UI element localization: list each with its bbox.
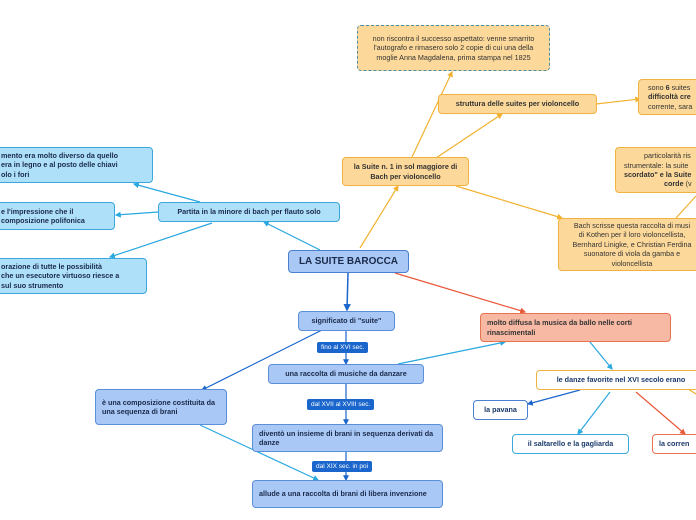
link-partita-esplorazione (108, 222, 213, 259)
link-danze-saltarello (577, 391, 611, 435)
node-partita-label: Partita in la minore di bach per flauto … (177, 207, 321, 217)
node-non-riscontra[interactable]: non riscontra il successo aspettato: ven… (357, 25, 550, 71)
node-strumento-diverso[interactable]: mento era molto diverso da quello era in… (0, 147, 153, 183)
node-sono6-line1: sono 6 suites (648, 83, 690, 92)
node-corrente-label: la corren (659, 439, 690, 449)
link-raccolta-musica (397, 340, 507, 365)
node-composizione[interactable]: è una composizione costituita da una seq… (95, 389, 227, 425)
node-suite-n1-label: la Suite n. 1 in sol maggiore di Bach pe… (353, 162, 458, 181)
node-sono6-line3: corrente, sara (648, 101, 693, 111)
link-danze-corrente (635, 391, 686, 435)
node-saltarello-label: il saltarello e la gagliarda (527, 439, 614, 449)
node-pavana-label: la pavana (484, 405, 517, 415)
link-significato-composizione (200, 329, 323, 391)
node-insieme-brani[interactable]: diventò un insieme di brani in sequenza … (252, 424, 443, 452)
link-central-suite1 (359, 184, 399, 249)
link-central-musica (394, 272, 527, 314)
link-suite1-bach (455, 185, 564, 220)
link-suite1-struttura (435, 113, 503, 159)
node-danze-favorite[interactable]: le danze favorite nel XVI secolo erano (536, 370, 696, 390)
node-particolarita-line4: corde (v (624, 179, 692, 188)
node-danze-favorite-label: le danze favorite nel XVI secolo erano (556, 375, 686, 385)
node-pavana[interactable]: la pavana (473, 400, 528, 420)
node-allude-label: allude a una raccolta di brani di libera… (259, 489, 427, 499)
tag-xix: dal XIX sec. in poi (312, 461, 373, 472)
node-sono6-number: 6 (665, 82, 670, 92)
node-particolarita-line3: scordato" e la Suite (624, 170, 692, 179)
node-bach-scrisse-label: Bach scrisse questa raccolta di musi di … (572, 221, 692, 268)
node-particolarita-tail: (v (683, 179, 692, 189)
node-esplorazione-label: orazione di tutte le possibilità che un … (1, 261, 120, 290)
node-musica-ballo-label: molto diffusa la musica da ballo nelle c… (487, 318, 632, 337)
tag-xvii-xviii: dal XVII al XVIII sec. (307, 399, 375, 410)
node-impressione[interactable]: e l'impressione che il composizione poli… (0, 202, 115, 230)
link-musica-danze (589, 341, 613, 370)
node-particolarita-line1: particolarità ris (644, 151, 691, 161)
link-partita-strumento (132, 182, 201, 203)
node-struttura-label: struttura delle suites per violoncello (455, 99, 580, 109)
node-particolarita[interactable]: particolarità ris strumentale: la suite … (615, 147, 696, 193)
node-raccolta-danzare-label: una raccolta di musiche da danzare (285, 369, 407, 379)
node-non-riscontra-label: non riscontra il successo aspettato: ven… (372, 33, 535, 62)
node-bach-scrisse[interactable]: Bach scrisse questa raccolta di musi di … (558, 218, 696, 271)
node-particolarita-line2: strumentale: la suite (624, 160, 689, 170)
node-particolarita-corde: corde (664, 179, 684, 189)
link-partita-impressione (114, 211, 159, 218)
central-topic-label: LA SUITE BAROCCA (298, 256, 399, 267)
node-composizione-label: è una composizione costituita da una seq… (102, 397, 216, 416)
node-esplorazione[interactable]: orazione di tutte le possibilità che un … (0, 258, 147, 294)
link-struttura-sono6 (595, 96, 642, 105)
node-strumento-diverso-label: mento era molto diverso da quello era in… (1, 150, 119, 179)
link-composizione-allude (199, 424, 320, 481)
link-central-partita (262, 221, 321, 251)
node-suite-n1[interactable]: la Suite n. 1 in sol maggiore di Bach pe… (342, 157, 469, 186)
node-corrente[interactable]: la corren (652, 434, 696, 454)
node-saltarello[interactable]: il saltarello e la gagliarda (512, 434, 629, 454)
node-significato[interactable]: significato di "suite" (298, 311, 395, 331)
node-impressione-label: e l'impressione che il composizione poli… (1, 206, 85, 225)
node-sono6[interactable]: sono 6 suites difficoltà cre corrente, s… (638, 79, 696, 115)
node-insieme-brani-label: diventò un insieme di brani in sequenza … (259, 428, 434, 447)
node-allude[interactable]: allude a una raccolta di brani di libera… (252, 480, 443, 508)
node-sono6-line2: difficoltà cre (648, 92, 691, 102)
node-raccolta-danzare[interactable]: una raccolta di musiche da danzare (268, 364, 424, 384)
node-musica-ballo[interactable]: molto diffusa la musica da ballo nelle c… (480, 313, 671, 342)
link-bach-particolarita (675, 195, 696, 219)
link-suite1-riscontra (411, 70, 453, 158)
node-partita[interactable]: Partita in la minore di bach per flauto … (158, 202, 340, 222)
node-struttura[interactable]: struttura delle suites per violoncello (438, 94, 597, 114)
link-danze-pavana (526, 389, 581, 406)
node-significato-label: significato di "suite" (311, 316, 382, 326)
node-sono6-text-c: suites (669, 82, 691, 92)
node-sono6-text-a: sono (648, 82, 666, 92)
tag-fino-xvi: fino al XVI sec. (317, 342, 369, 353)
link-central-significato (343, 272, 351, 312)
central-topic[interactable]: LA SUITE BAROCCA (288, 250, 409, 273)
